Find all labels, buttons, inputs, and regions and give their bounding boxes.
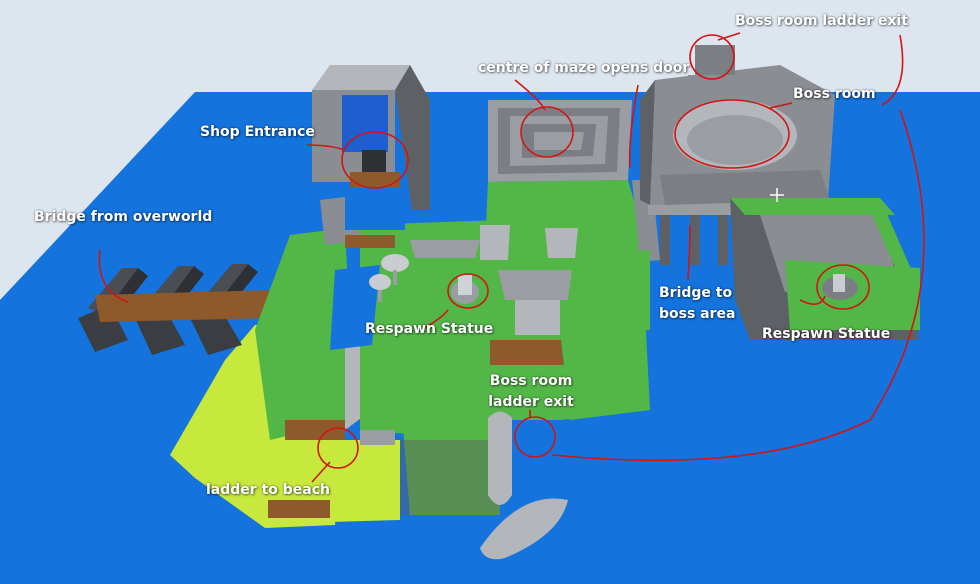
island-right-grass	[560, 325, 650, 420]
stone-trees	[369, 254, 409, 302]
label-boss-ladder-exit-1: Boss room	[489, 373, 573, 389]
central-plaza	[268, 225, 590, 518]
respawn-statue-left-model	[451, 275, 479, 304]
label-respawn-statue-right: Respawn Statue	[762, 326, 891, 342]
overworld-bridge-deck	[95, 290, 278, 322]
label-boss-room: Boss room	[793, 86, 876, 102]
crosshair-icon	[770, 188, 784, 202]
inner-water-channel	[330, 265, 380, 350]
red-annotations	[98, 32, 925, 483]
label-boss-ladder-exit-2: ladder exit	[488, 394, 574, 410]
island-left-grass	[255, 228, 355, 440]
label-bridge-boss-area-1: Bridge to	[659, 285, 733, 301]
label-ladder-to-beach: ladder to beach	[206, 482, 330, 498]
island-center-cliff	[400, 440, 500, 515]
label-shop-entrance: Shop Entrance	[200, 124, 315, 140]
boss-room-arena	[640, 45, 835, 205]
maze-structure	[486, 100, 640, 225]
island-right-grass-2	[580, 250, 650, 335]
label-respawn-statue-left: Respawn Statue	[365, 321, 494, 337]
shop-entrance-tower	[312, 65, 430, 230]
boss-bridge	[632, 180, 735, 265]
label-bridge-boss-area-2: boss area	[659, 306, 736, 322]
island-center-grass-front	[400, 390, 500, 515]
label-boss-ladder-exit-top: Boss room ladder exit	[735, 13, 909, 29]
label-maze-door: centre of maze opens door	[478, 60, 690, 76]
label-bridge-overworld: Bridge from overworld	[34, 209, 213, 225]
boats	[480, 411, 568, 560]
